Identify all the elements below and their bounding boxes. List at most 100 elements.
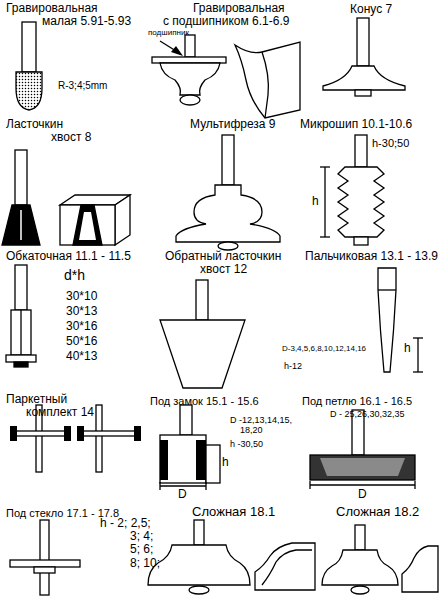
- dimension-tick: [320, 236, 330, 237]
- cutter-disc: [10, 560, 80, 567]
- dovetail-head: [2, 205, 40, 245]
- multi-profile: [176, 185, 280, 242]
- roller-body: [11, 310, 31, 355]
- bit-shank: [180, 405, 192, 435]
- size-table-cell: 50*16: [66, 335, 97, 348]
- bearing: [180, 95, 200, 105]
- bit-shank: [15, 150, 27, 205]
- ogee-profile: [148, 545, 250, 585]
- dimension-symbol: D: [358, 488, 367, 501]
- finger-bit: [378, 268, 396, 372]
- dimension-tick: [413, 337, 423, 338]
- dimension-label: D-3,4,5,6,8,10,12,14,16: [282, 345, 366, 354]
- bit-title: Паркетный комплект 14: [6, 393, 97, 419]
- dimension-symbol: h: [222, 456, 229, 469]
- dimension-label: D -12,13,14,15, 18,20: [230, 416, 295, 436]
- bit-title: Обкаточная 11.1 - 11.5: [6, 250, 131, 263]
- dimension-label: R-3;4;5mm: [58, 80, 107, 91]
- ogee-profile: [322, 550, 398, 585]
- dimension-label: h-30;50: [372, 137, 409, 149]
- cutter-bar: [12, 431, 70, 436]
- pointer-arrowhead: [171, 46, 183, 56]
- bit-shank: [196, 280, 208, 320]
- bearing: [34, 567, 55, 573]
- cutter-tip: [134, 426, 141, 441]
- bit-title: Сложная 18.1: [192, 505, 275, 519]
- cutter-tip: [77, 426, 84, 441]
- bearing: [218, 242, 238, 250]
- bit-title: Микрошип 10.1-10.6: [300, 118, 412, 131]
- slot-inner: [79, 212, 96, 240]
- bit-shank: [222, 135, 234, 185]
- workpiece-profile: [235, 42, 300, 118]
- blade-line: [20, 310, 21, 355]
- bit-shank: [22, 22, 36, 72]
- dimension-line: [324, 167, 325, 237]
- bit-title: Гравировальная малая 5.91-5.93: [6, 2, 134, 28]
- bit-title: Сложная 18.2: [336, 505, 419, 519]
- cut-piece: [206, 445, 220, 483]
- hinge-body: [310, 455, 415, 480]
- part-label: подшипник: [148, 29, 189, 38]
- dimension-tick: [309, 481, 310, 489]
- dimension-label: h -30,50: [230, 440, 263, 450]
- bit-profile: [160, 63, 220, 95]
- bit-title: Под петлю 16.1 - 16.5: [302, 395, 412, 407]
- dimension-label: h - 2; 2,5; 3; 4; 5; 6; 8; 10;: [100, 517, 163, 570]
- bit-title: Ласточкин хвост 8: [6, 118, 94, 144]
- dimension-label: h-12: [284, 362, 302, 372]
- workpiece-front: [60, 205, 115, 245]
- engraving-head: [16, 72, 42, 110]
- dimension-tick: [413, 371, 423, 372]
- bit-title: Обратный ласточкин хвост 12: [165, 250, 284, 276]
- bit-title: Пальчиковая 13.1 - 13.9: [305, 250, 438, 263]
- size-table-cell: 30*13: [66, 305, 97, 318]
- hinge-face: [320, 458, 405, 476]
- bit-shank: [185, 35, 195, 57]
- size-table-header: d*h: [64, 268, 85, 283]
- size-table-cell: 30*16: [66, 320, 97, 333]
- bit-shank: [194, 520, 204, 545]
- bit-title: Конус 7: [350, 3, 392, 16]
- dimension-tick: [320, 166, 330, 167]
- cutter-tip: [10, 426, 17, 441]
- dimension-tick: [159, 482, 160, 490]
- cutter-bar: [78, 431, 140, 436]
- workpiece-profile: [402, 546, 438, 592]
- bit-shank: [355, 525, 365, 550]
- workpiece-side: [115, 195, 130, 245]
- dimension-label: D - 25,26,30,32,35: [330, 410, 405, 420]
- dimension-line: [310, 484, 415, 485]
- bit-flange: [152, 57, 226, 63]
- lock-blade: [160, 440, 168, 480]
- dovetail-slot: [73, 205, 102, 245]
- bit-title: Гравировальная с подшипником 6.1-6.9: [163, 2, 292, 28]
- dimension-tick: [414, 481, 415, 489]
- bearing: [189, 586, 209, 594]
- bearing: [355, 90, 371, 96]
- bit-shank: [355, 135, 367, 167]
- dimension-symbol: D: [178, 488, 187, 501]
- workpiece-edge: [262, 550, 312, 585]
- blade-gap: [20, 210, 22, 240]
- bit-nut: [354, 237, 368, 245]
- cone-head: [323, 66, 405, 90]
- bearing: [351, 586, 369, 594]
- reverse-dovetail-head: [160, 320, 245, 388]
- size-table-cell: 40*13: [66, 350, 97, 363]
- finger-joint-body: [338, 167, 384, 237]
- workpiece-profile: [255, 543, 315, 590]
- bit-shank: [357, 18, 369, 66]
- lock-blade: [196, 440, 206, 480]
- cutter-tip: [64, 426, 71, 441]
- bearing: [6, 355, 36, 362]
- dimension-line: [160, 485, 206, 486]
- bit-shank: [40, 520, 49, 595]
- bit-title: Мультифреза 9: [190, 118, 276, 131]
- size-table-cell: 30*10: [66, 290, 97, 303]
- bit-nut: [14, 362, 28, 367]
- dimension-line: [417, 338, 418, 372]
- bit-shank: [96, 405, 102, 472]
- lock-body: [160, 435, 206, 483]
